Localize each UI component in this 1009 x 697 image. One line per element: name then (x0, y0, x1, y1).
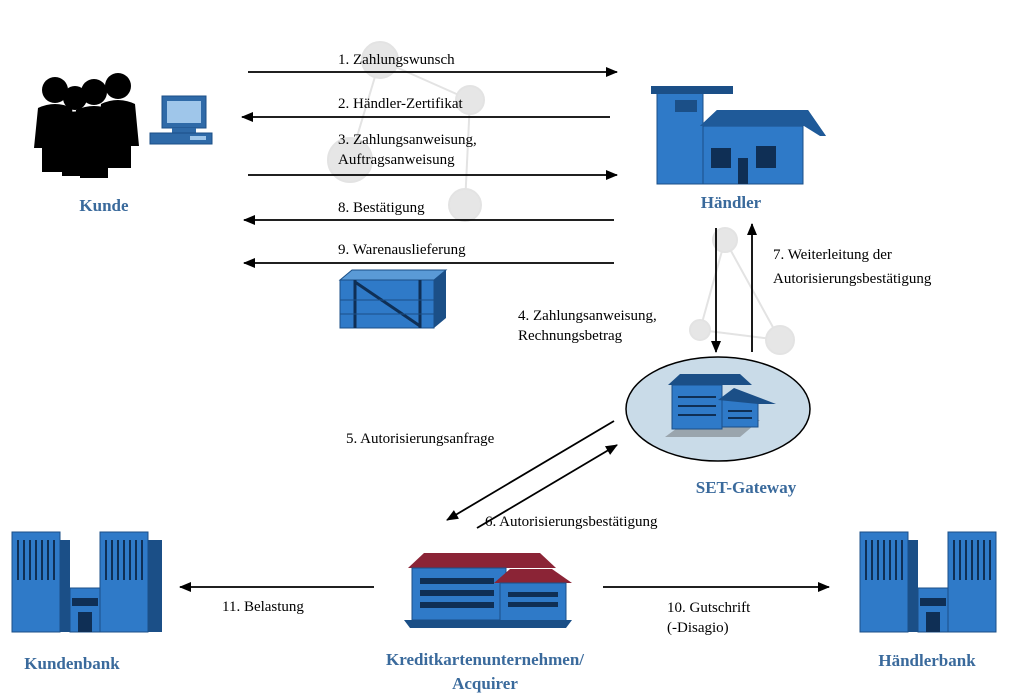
entity-kunde: Kunde (79, 196, 129, 215)
computer-icon (149, 95, 213, 145)
entity-haendlerbank: Händlerbank (878, 651, 976, 670)
step-5-label: 5. Autorisierungsanfrage (346, 431, 495, 447)
flow-arrows (179, 67, 830, 592)
bank-building-icon (11, 531, 162, 633)
step-4-label-line2: Rechnungsbetrag (518, 328, 623, 344)
entity-haendler: Händler (700, 193, 762, 212)
step-8-label: 8. Bestätigung (338, 200, 425, 216)
store-icon (651, 86, 826, 185)
entity-acquirer-line1: Kreditkartenunternehmen/ (385, 650, 584, 669)
step-1-label: 1. Zahlungswunsch (338, 52, 455, 68)
step-7-label-line1: 7. Weiterleitung der (773, 247, 892, 263)
people-icon (34, 73, 139, 178)
step-2-label: 2. Händler-Zertifikat (338, 96, 463, 112)
step-10-label-line2: (-Disagio) (667, 620, 729, 636)
gateway-icon (625, 356, 811, 462)
step-9-label: 9. Warenauslieferung (338, 242, 466, 258)
background-watermark (327, 41, 795, 355)
entity-set-gateway: SET-Gateway (695, 478, 797, 497)
step-11-label: 11. Belastung (222, 599, 304, 615)
arrow-step-6 (476, 444, 618, 529)
step-7-label-line2: Autorisierungsbestätigung (773, 271, 932, 287)
step-6-label: 6. Autorisierungsbestätigung (485, 514, 658, 530)
bank-building-icon (859, 531, 997, 633)
step-4-label-line1: 4. Zahlungsanweisung, (518, 308, 657, 324)
entity-acquirer-line2: Acquirer (452, 674, 518, 693)
step-3-label-line1: 3. Zahlungsanweisung, (338, 132, 477, 148)
warehouse-icon (404, 553, 572, 628)
arrow-step-5 (446, 420, 615, 521)
crate-icon (338, 269, 448, 329)
step-3-label-line2: Auftragsanweisung (338, 152, 455, 168)
step-10-label-line1: 10. Gutschrift (667, 600, 751, 616)
entity-kundenbank: Kundenbank (24, 654, 120, 673)
